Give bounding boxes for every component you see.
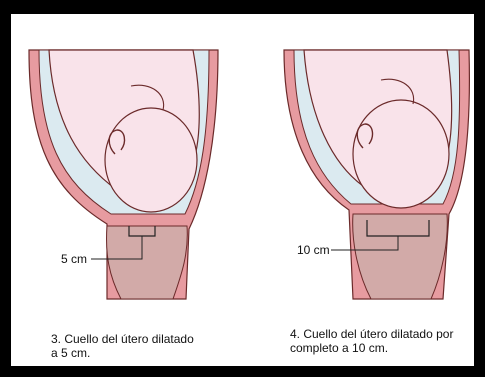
measure-label-5cm: 5 cm bbox=[61, 252, 87, 266]
panel-1-illustration bbox=[29, 50, 218, 299]
baby-head-right bbox=[353, 100, 449, 208]
illustration-panel: 5 cm 10 cm 3. Cuello del útero dilatado … bbox=[11, 14, 474, 366]
caption-panel-1: 3. Cuello del útero dilatado a 5 cm. bbox=[51, 332, 251, 360]
panel-2-illustration bbox=[284, 50, 469, 299]
caption-panel-2: 4. Cuello del útero dilatado por complet… bbox=[290, 327, 485, 355]
baby-head-left bbox=[105, 108, 197, 212]
cervix-left bbox=[107, 226, 188, 299]
cervix-dilation-diagram: 5 cm 10 cm bbox=[11, 14, 474, 366]
measure-label-10cm: 10 cm bbox=[297, 243, 330, 257]
